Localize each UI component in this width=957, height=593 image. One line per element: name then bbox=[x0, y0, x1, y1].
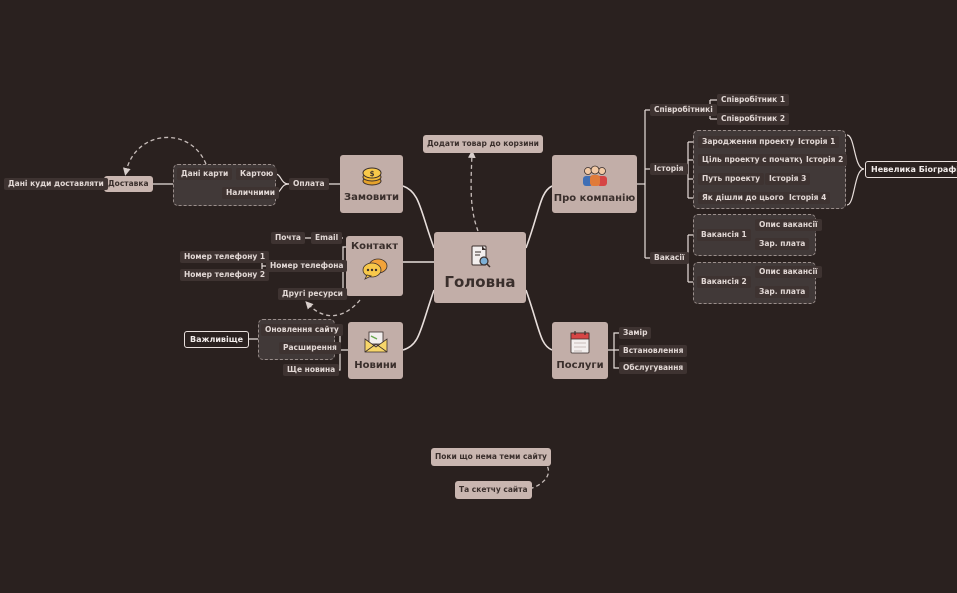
subtopic-extensions[interactable]: Расширення bbox=[279, 342, 341, 354]
history-item-label[interactable]: Путь проекту bbox=[698, 173, 764, 185]
subtopic-vacancies[interactable]: Вакасії bbox=[650, 252, 689, 264]
subtopic-vacancy-1[interactable]: Вакансія 1 bbox=[697, 229, 751, 241]
branch-news[interactable]: Новини bbox=[348, 322, 403, 379]
subtopic-delivery-data[interactable]: Дані куди доставляти bbox=[4, 178, 108, 190]
vacancy-1-description[interactable]: Опис вакансії bbox=[755, 219, 822, 231]
callout-short-biography[interactable]: Невелика Біографія bbox=[865, 161, 957, 178]
branch-order[interactable]: $ Замовити bbox=[340, 155, 403, 213]
subtopic-more-news[interactable]: Ще новина bbox=[283, 364, 340, 376]
history-item-label[interactable]: Ціль проекту с початку bbox=[698, 154, 809, 166]
document-search-icon bbox=[471, 245, 491, 268]
branch-services[interactable]: Послуги bbox=[552, 322, 608, 379]
subtopic-phone-2[interactable]: Номер телефону 2 bbox=[180, 269, 270, 281]
floating-sketch[interactable]: Та скетчу сайта bbox=[455, 481, 532, 499]
floating-add-to-cart[interactable]: Додати товар до корзини bbox=[423, 135, 543, 153]
history-item-tag[interactable]: Історія 1 bbox=[794, 136, 840, 148]
branch-services-title: Послуги bbox=[556, 360, 604, 371]
branch-about[interactable]: Про компанію bbox=[552, 155, 637, 213]
subtopic-mail[interactable]: Почта bbox=[271, 232, 305, 244]
subtopic-cash[interactable]: Наличними bbox=[222, 187, 280, 199]
subtopic-history[interactable]: Історія bbox=[650, 163, 688, 175]
subtopic-site-updates[interactable]: Оновлення сайту bbox=[261, 324, 343, 336]
subtopic-payment[interactable]: Оплата bbox=[289, 178, 329, 190]
branch-order-title: Замовити bbox=[343, 191, 400, 203]
branch-contact-title: Контакт bbox=[350, 241, 399, 252]
subtopic-card[interactable]: Картою bbox=[236, 168, 278, 180]
history-item-tag[interactable]: Історія 2 bbox=[802, 154, 848, 166]
team-icon bbox=[582, 165, 607, 186]
calendar-icon bbox=[570, 331, 590, 354]
svg-text:$: $ bbox=[369, 170, 374, 178]
history-item-label[interactable]: Як дішли до цього bbox=[698, 192, 788, 204]
subtopic-employee-2[interactable]: Співробітник 2 bbox=[717, 113, 790, 125]
subtopic-card-data[interactable]: Дані карти bbox=[177, 168, 233, 180]
subtopic-delivery[interactable]: Доставка bbox=[104, 176, 153, 192]
vacancy-1-salary[interactable]: Зар. плата bbox=[755, 238, 810, 250]
history-item-tag[interactable]: Історія 3 bbox=[765, 173, 811, 185]
history-item-tag[interactable]: Історія 4 bbox=[785, 192, 831, 204]
history-item-label[interactable]: Зародження проекту bbox=[698, 136, 799, 148]
envelope-icon bbox=[364, 331, 387, 352]
subtopic-phone-1[interactable]: Номер телефону 1 bbox=[180, 251, 270, 263]
subtopic-employees[interactable]: Співробітникі bbox=[650, 104, 717, 116]
central-topic-title: Головна bbox=[444, 272, 516, 291]
branch-about-title: Про компанію bbox=[553, 192, 636, 204]
branch-contact[interactable]: Контакт bbox=[346, 236, 403, 296]
subtopic-measure[interactable]: Замір bbox=[619, 327, 652, 339]
callout-important[interactable]: Важливіще bbox=[184, 331, 249, 348]
subtopic-service[interactable]: Обслугування bbox=[619, 362, 688, 374]
subtopic-phone[interactable]: Номер телефона bbox=[266, 260, 348, 272]
chat-bubbles-icon bbox=[362, 258, 387, 280]
subtopic-vacancy-2[interactable]: Вакансія 2 bbox=[697, 276, 751, 288]
coin-stack-icon: $ bbox=[362, 167, 381, 185]
vacancy-2-salary[interactable]: Зар. плата bbox=[755, 286, 810, 298]
subtopic-install[interactable]: Встановлення bbox=[619, 345, 688, 357]
subtopic-email[interactable]: Email bbox=[311, 232, 343, 244]
subtopic-employee-1[interactable]: Співробітник 1 bbox=[717, 94, 790, 106]
vacancy-2-description[interactable]: Опис вакансії bbox=[755, 266, 822, 278]
subtopic-other-resources[interactable]: Другі ресурси bbox=[278, 288, 347, 300]
floating-no-theme[interactable]: Поки що нема теми сайту bbox=[431, 448, 551, 466]
central-topic[interactable]: Головна bbox=[434, 232, 526, 303]
branch-news-title: Новини bbox=[354, 359, 397, 371]
